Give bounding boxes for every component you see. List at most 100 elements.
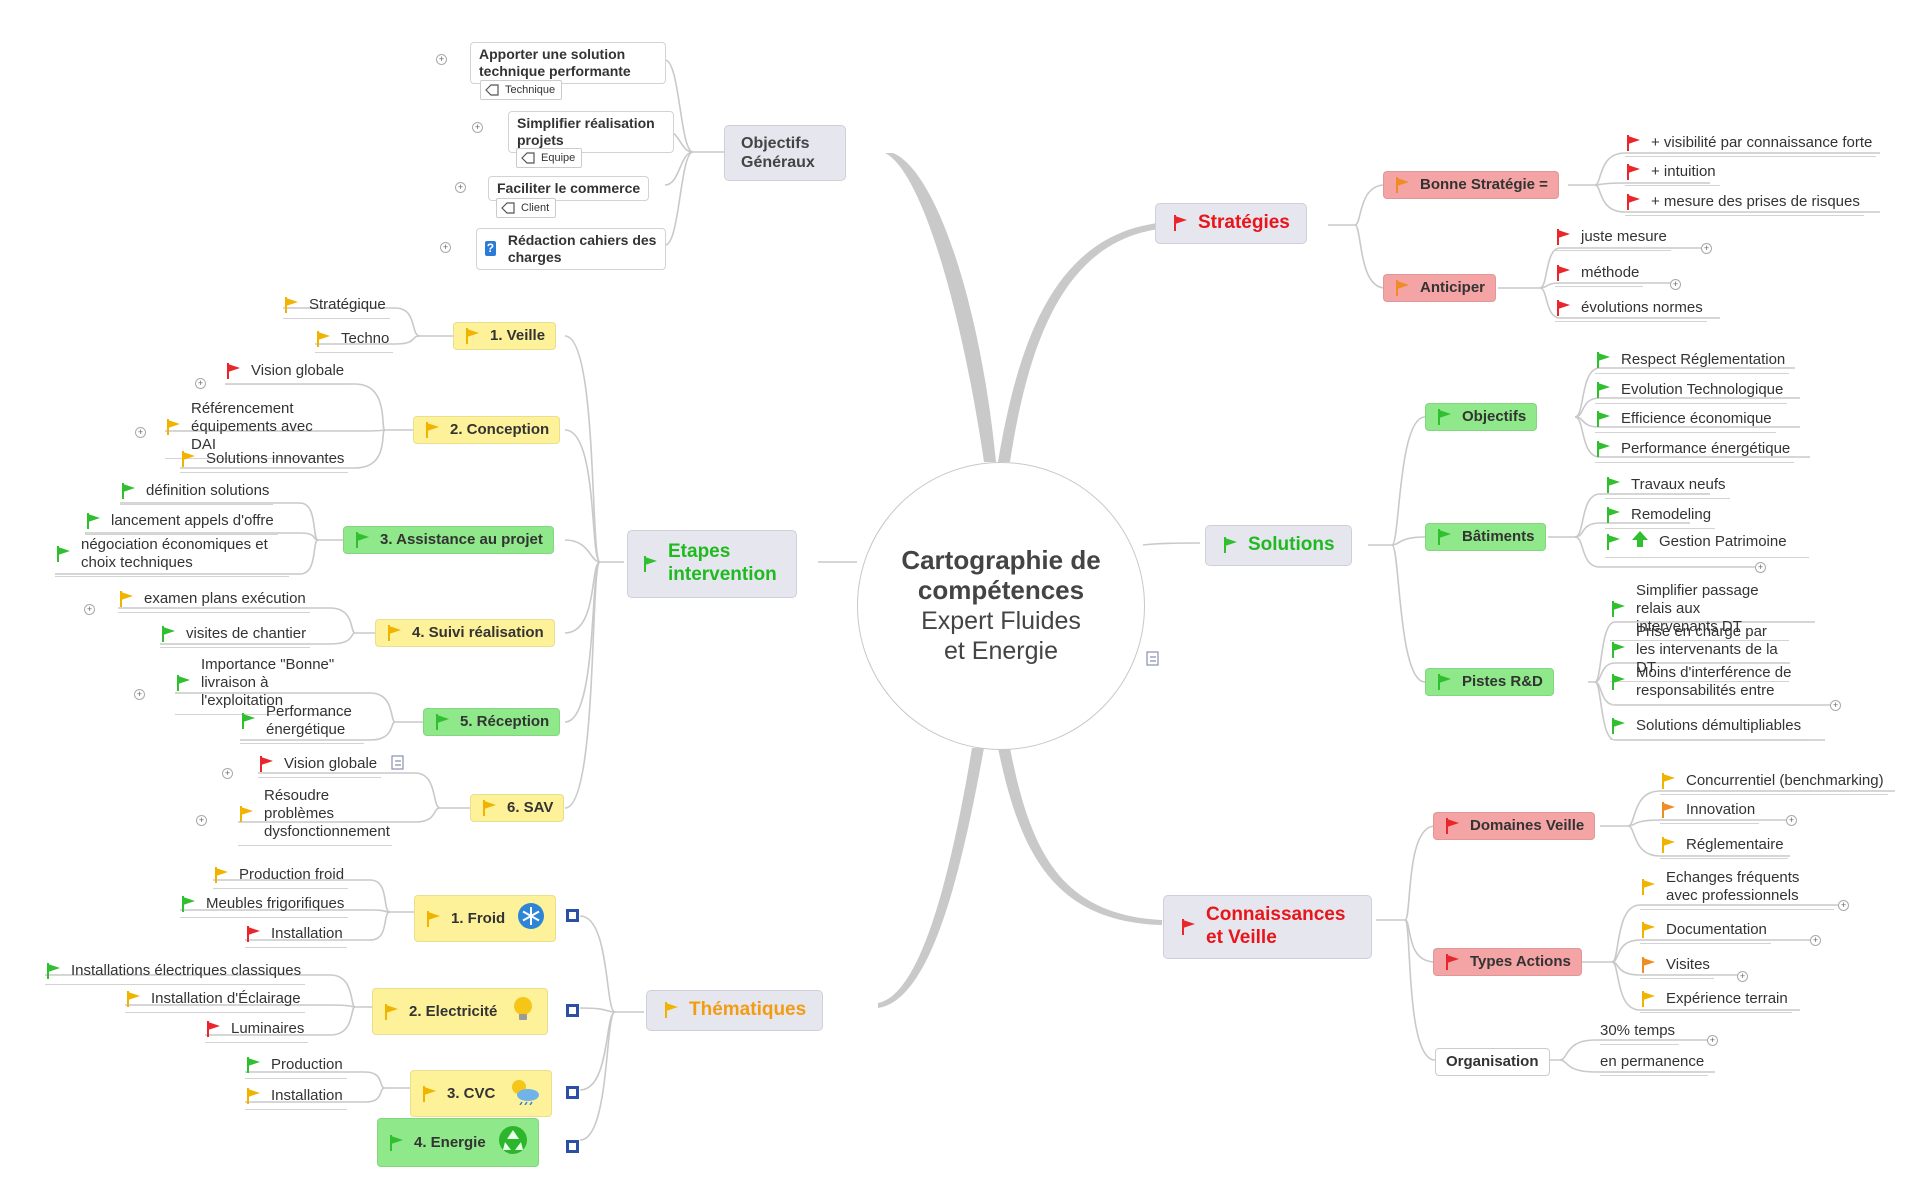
leaf-node[interactable]: Expérience terrain xyxy=(1640,990,1792,1013)
leaf-node[interactable]: examen plans exécution xyxy=(118,590,310,613)
leaf-node[interactable]: Performance énergétique xyxy=(1595,440,1795,463)
leaf-node[interactable]: Visites xyxy=(1640,956,1714,979)
expand-icon[interactable]: + xyxy=(1755,562,1766,573)
leaf-node[interactable]: Vision globale xyxy=(258,755,382,778)
expand-icon[interactable]: + xyxy=(196,815,207,826)
main-topic-thematiques[interactable]: Thématiques xyxy=(646,990,824,1031)
leaf-node[interactable]: Production froid xyxy=(213,866,349,889)
theme-node[interactable]: 4. Energie xyxy=(377,1118,539,1167)
leaf-node[interactable]: Evolution Technologique xyxy=(1595,381,1788,404)
flag-icon xyxy=(1555,264,1573,282)
expand-icon[interactable]: + xyxy=(1786,815,1797,826)
expand-icon[interactable]: + xyxy=(1830,700,1841,711)
leaf-node[interactable]: visites de chantier xyxy=(160,625,311,648)
theme-node[interactable]: 1. Froid xyxy=(414,895,557,942)
expand-icon[interactable]: + xyxy=(134,689,145,700)
leaf-node[interactable]: juste mesure xyxy=(1555,228,1671,251)
solution-node[interactable]: Bâtiments xyxy=(1425,523,1546,551)
leaf-node[interactable]: Stratégique xyxy=(283,296,390,319)
leaf-node[interactable]: Installation xyxy=(245,925,347,948)
leaf-node[interactable]: Remodeling xyxy=(1605,506,1716,529)
leaf-node[interactable]: Installations électriques classiques xyxy=(45,962,306,985)
expand-icon[interactable]: + xyxy=(440,242,451,253)
solution-node[interactable]: Objectifs xyxy=(1425,403,1538,431)
expand-icon[interactable]: + xyxy=(1701,243,1712,254)
step-node[interactable]: 6. SAV xyxy=(470,794,565,822)
expand-icon[interactable]: + xyxy=(1670,279,1681,290)
leaf-node[interactable]: Echanges fréquents avec professionnels xyxy=(1640,869,1834,910)
leaf-node[interactable]: Efficience économique xyxy=(1595,410,1776,433)
objectif-item[interactable]: Faciliter le commerce xyxy=(488,176,650,201)
leaf-node[interactable]: + visibilité par connaissance forte xyxy=(1625,134,1877,157)
expand-icon[interactable]: + xyxy=(1838,900,1849,911)
flag-icon xyxy=(283,296,301,314)
leaf-node[interactable]: négociation économiques et choix techniq… xyxy=(55,536,289,577)
step-node[interactable]: 1. Veille xyxy=(453,322,557,350)
leaf-node[interactable]: 30% temps xyxy=(1600,1022,1680,1045)
main-topic-solutions[interactable]: Solutions xyxy=(1205,525,1352,566)
leaf-node[interactable]: Respect Réglementation xyxy=(1595,351,1790,374)
theme-node[interactable]: 2. Electricité xyxy=(372,988,549,1035)
leaf-node[interactable]: Techno xyxy=(315,330,394,353)
leaf-node[interactable]: Prise en charge par les intervenants de … xyxy=(1610,623,1789,682)
strategy-node[interactable]: Bonne Stratégie = xyxy=(1383,171,1559,199)
leaf-node[interactable]: Performance énergétique xyxy=(240,703,364,744)
expand-icon[interactable]: + xyxy=(455,182,466,193)
leaf-node[interactable]: Concurrentiel (benchmarking) xyxy=(1660,772,1888,795)
leaf-node[interactable]: méthode xyxy=(1555,264,1644,287)
leaf-node[interactable]: Luminaires xyxy=(205,1020,309,1043)
leaf-node[interactable]: Gestion Patrimoine xyxy=(1605,530,1809,558)
objectif-item[interactable]: Simplifier réalisation projets xyxy=(508,111,674,153)
step-node[interactable]: 2. Conception xyxy=(413,416,561,444)
leaf-node[interactable]: Simplifier passage relais aux intervenan… xyxy=(1610,582,1789,641)
knowledge-node[interactable]: Organisation xyxy=(1435,1048,1550,1076)
step-node[interactable]: 3. Assistance au projet xyxy=(343,526,554,554)
central-topic[interactable]: Cartographie de compétences Expert Fluid… xyxy=(857,462,1145,750)
expand-icon[interactable]: + xyxy=(222,768,233,779)
main-topic-connaissances[interactable]: Connaissances et Veille xyxy=(1163,895,1372,959)
leaf-node[interactable]: Moins d'interférence de responsabilités … xyxy=(1610,664,1799,705)
leaf-node[interactable]: Meubles frigorifiques xyxy=(180,895,349,918)
leaf-node[interactable]: Solutions innovantes xyxy=(180,450,349,473)
theme-node[interactable]: 3. CVC xyxy=(410,1070,553,1117)
leaf-node[interactable]: + mesure des prises de risques xyxy=(1625,193,1864,216)
flag-icon xyxy=(258,755,276,773)
expand-icon[interactable]: + xyxy=(84,604,95,615)
solution-node[interactable]: Pistes R&D xyxy=(1425,668,1554,696)
expand-icon[interactable]: + xyxy=(1707,1035,1718,1046)
leaf-node[interactable]: Réglementaire xyxy=(1660,836,1788,859)
leaf-node[interactable]: lancement appels d'offre xyxy=(85,512,278,535)
expand-icon[interactable]: + xyxy=(1810,935,1821,946)
objectif-item[interactable]: ?Rédaction cahiers des charges xyxy=(476,228,666,270)
leaf-node[interactable]: Installation d'Éclairage xyxy=(125,990,305,1013)
leaf-node[interactable]: Installation xyxy=(245,1087,347,1110)
leaf-node[interactable]: définition solutions xyxy=(120,482,274,505)
expand-icon[interactable]: + xyxy=(195,378,206,389)
expand-icon[interactable]: + xyxy=(436,54,447,65)
step-node[interactable]: 5. Réception xyxy=(423,708,561,736)
node-label: définition solutions xyxy=(146,482,270,499)
knowledge-node[interactable]: Domaines Veille xyxy=(1433,812,1596,840)
leaf-node[interactable]: Innovation xyxy=(1660,801,1760,824)
knowledge-node[interactable]: Types Actions xyxy=(1433,948,1582,976)
leaf-node[interactable]: en permanence xyxy=(1600,1053,1709,1076)
leaf-node[interactable]: Solutions démultipliables xyxy=(1610,717,1806,740)
leaf-node[interactable]: Travaux neufs xyxy=(1605,476,1730,499)
leaf-node[interactable]: évolutions normes xyxy=(1555,299,1707,322)
expand-icon[interactable]: + xyxy=(472,122,483,133)
objectif-item[interactable]: Apporter une solution technique performa… xyxy=(470,42,666,84)
leaf-node[interactable]: Vision globale xyxy=(225,362,349,385)
leaf-node[interactable]: Documentation xyxy=(1640,921,1771,944)
main-topic-strategies[interactable]: Stratégies xyxy=(1155,203,1307,244)
step-node[interactable]: 4. Suivi réalisation xyxy=(375,619,555,647)
main-topic-etapes[interactable]: Etapes intervention xyxy=(627,530,797,598)
leaf-node[interactable]: + intuition xyxy=(1625,163,1720,186)
leaf-node[interactable]: Résoudre problèmes dysfonctionnement xyxy=(238,787,392,846)
expand-icon[interactable]: + xyxy=(135,427,146,438)
strategy-node[interactable]: Anticiper xyxy=(1383,274,1497,302)
leaf-node[interactable]: Importance "Bonne" livraison à l'exploit… xyxy=(175,656,349,715)
leaf-node[interactable]: Référencement équipements avec DAI xyxy=(165,400,339,459)
expand-icon[interactable]: + xyxy=(1737,971,1748,982)
leaf-node[interactable]: Production xyxy=(245,1056,347,1079)
main-topic-objectifs[interactable]: Objectifs Généraux xyxy=(724,125,846,182)
